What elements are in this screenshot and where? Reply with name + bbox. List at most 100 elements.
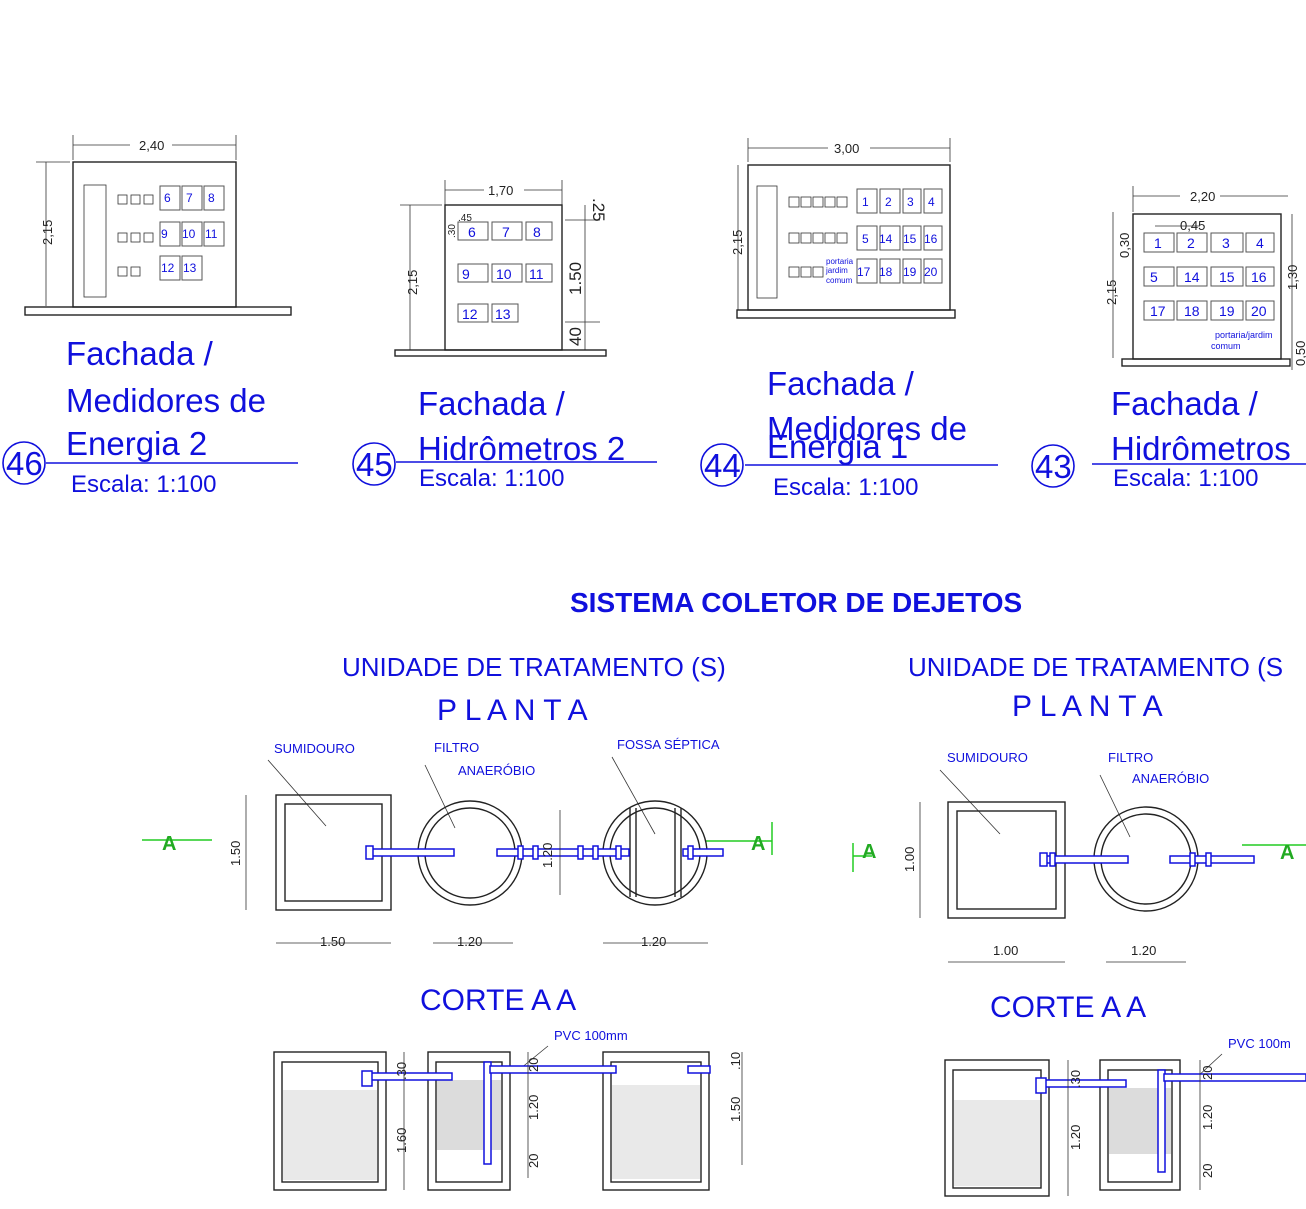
unit-right-section-dim-20b: 20 <box>1200 1164 1215 1178</box>
section-title: SISTEMA COLETOR DE DEJETOS <box>570 587 1022 618</box>
facade-46: 2,40 2,15 6 7 8 9 10 11 12 13 Fachada / … <box>2 135 298 498</box>
facade-44-height: 2,15 <box>730 230 745 255</box>
hydro-10: 10 <box>496 266 512 282</box>
facade-46-title-1: Fachada / <box>66 335 214 372</box>
hydro-1: 1 <box>1154 235 1162 251</box>
hydro-16: 16 <box>1251 269 1267 285</box>
meter-5: 5 <box>862 232 869 246</box>
unit-left-section-dim-120: 1.20 <box>526 1095 541 1120</box>
unit-left-title: UNIDADE DE TRATAMENTO (S) <box>342 652 726 682</box>
unit-left-dim-fossa: 1.20 <box>641 934 666 949</box>
unit-left-section-dim-160: 1.60 <box>394 1128 409 1153</box>
unit-right-sumidouro-label: SUMIDOURO <box>947 750 1028 765</box>
unit-right-anaerobio-label: ANAERÓBIO <box>1132 771 1209 786</box>
facade-45-height: 2,15 <box>405 270 420 295</box>
meter-9: 9 <box>161 227 168 241</box>
meter-3: 3 <box>907 195 914 209</box>
unit-right-cut-a-right: A <box>1280 842 1294 864</box>
facade-44-scale: Escala: 1:100 <box>773 474 918 501</box>
facade-43-note-1: portaria/jardim <box>1215 330 1273 340</box>
hydro-11: 11 <box>529 266 544 282</box>
unit-left-sumidouro-label: SUMIDOURO <box>274 741 355 756</box>
meter-7: 7 <box>186 191 193 205</box>
unit-left-pvc-label: PVC 100mm <box>554 1028 628 1043</box>
facade-45-dim-40: 40 <box>566 327 585 346</box>
facade-43: 2,20 2,15 0,30 0,45 1 2 3 4 5 14 15 16 1… <box>1031 186 1306 492</box>
hydro-5: 5 <box>1150 269 1158 285</box>
meter-14: 14 <box>879 232 893 246</box>
unit-left-section-dim-20a: 20 <box>526 1058 541 1072</box>
meter-10: 10 <box>182 227 196 241</box>
facade-43-scale: Escala: 1:100 <box>1113 465 1258 492</box>
unit-right-dim-height: 1.00 <box>902 847 917 872</box>
facade-46-title-3: Energia 2 <box>66 425 207 462</box>
facade-44: 3,00 2,15 1 2 3 4 5 14 15 16 17 18 19 20… <box>700 138 998 501</box>
unit-left-section-dim-30: .30 <box>394 1062 409 1080</box>
hydro-4: 4 <box>1256 235 1264 251</box>
facade-44-width: 3,00 <box>834 141 859 156</box>
meter-11: 11 <box>205 227 218 241</box>
hydro-14: 14 <box>1184 269 1200 285</box>
facade-43-note-2: comum <box>1211 341 1241 351</box>
meter-18: 18 <box>879 265 893 279</box>
unit-right-title: UNIDADE DE TRATAMENTO (S <box>908 652 1283 682</box>
meter-8: 8 <box>208 191 215 205</box>
unit-right-section-dim-120b: 1.20 <box>1200 1105 1215 1130</box>
unit-right-section-dim-20a: 20 <box>1200 1066 1215 1080</box>
unit-right-section-dim-30: .30 <box>1068 1070 1083 1088</box>
facade-43-height: 2,15 <box>1104 280 1119 305</box>
hydro-3: 3 <box>1222 235 1230 251</box>
hydro-7: 7 <box>502 224 510 240</box>
facade-43-number: 43 <box>1035 448 1072 485</box>
meter-20: 20 <box>924 265 938 279</box>
unit-left-anaerobio-label: ANAERÓBIO <box>458 763 535 778</box>
unit-left-dim-filtro: 1.20 <box>457 934 482 949</box>
facade-45-dim-25: .25 <box>589 198 608 222</box>
unit-left-section-title: CORTE A A <box>420 984 576 1017</box>
meter-6: 6 <box>164 191 171 205</box>
unit-right-dim-filtro: 1.20 <box>1131 943 1156 958</box>
facade-44-title-1: Fachada / <box>767 365 915 402</box>
hydro-19: 19 <box>1219 303 1235 319</box>
hydro-6: 6 <box>468 224 476 240</box>
unit-left-dim-height: 1.50 <box>228 841 243 866</box>
meter-4: 4 <box>928 195 935 209</box>
facade-45-number: 45 <box>356 446 393 483</box>
hydro-9: 9 <box>462 266 470 282</box>
unit-right-dim-sumidouro: 1.00 <box>993 943 1018 958</box>
facade-43-dim-130: 1,30 <box>1285 265 1300 290</box>
facade-45-dim-150: 1.50 <box>566 262 585 295</box>
facade-45-dim-30: .30 <box>447 224 458 238</box>
unit-left-cut-a-left: A <box>162 833 176 855</box>
facade-46-height: 2,15 <box>40 220 55 245</box>
facade-43-dim-045: 0,45 <box>1180 218 1205 233</box>
facade-43-dim-030: 0,30 <box>1117 233 1132 258</box>
facade-44-number: 44 <box>704 447 741 484</box>
unit-left-plan-title: P L A N T A <box>437 694 588 727</box>
unit-left-section-dim-150: 1.50 <box>728 1097 743 1122</box>
meter-19: 19 <box>903 265 917 279</box>
unit-right-cut-a-left: A <box>862 841 876 863</box>
facade-44-note-1: portaria <box>826 257 854 266</box>
facade-46-number: 46 <box>6 445 43 482</box>
unit-left-section-drawing: .30 1.60 20 1.20 20 .10 1.50 <box>273 1051 743 1191</box>
unit-left-fossa-label: FOSSA SÉPTICA <box>617 737 720 752</box>
facade-43-dim-050: 0,50 <box>1293 341 1306 366</box>
hydro-18: 18 <box>1184 303 1200 319</box>
unit-right-plan-title: P L A N T A <box>1012 690 1163 723</box>
meter-12: 12 <box>161 261 175 275</box>
facade-45-width: 1,70 <box>488 183 513 198</box>
hydro-8: 8 <box>533 224 541 240</box>
hydro-15: 15 <box>1219 269 1235 285</box>
facade-46-scale: Escala: 1:100 <box>71 471 216 498</box>
meter-1: 1 <box>862 195 869 209</box>
hydro-12: 12 <box>462 306 478 322</box>
hydro-20: 20 <box>1251 303 1267 319</box>
hydro-2: 2 <box>1187 235 1195 251</box>
treatment-unit-right: UNIDADE DE TRATAMENTO (S P L A N T A SUM… <box>852 652 1306 1197</box>
facade-45-scale: Escala: 1:100 <box>419 465 564 492</box>
facade-43-title-1: Fachada / <box>1111 385 1259 422</box>
facade-43-width: 2,20 <box>1190 189 1215 204</box>
unit-right-section-title: CORTE A A <box>990 991 1146 1024</box>
